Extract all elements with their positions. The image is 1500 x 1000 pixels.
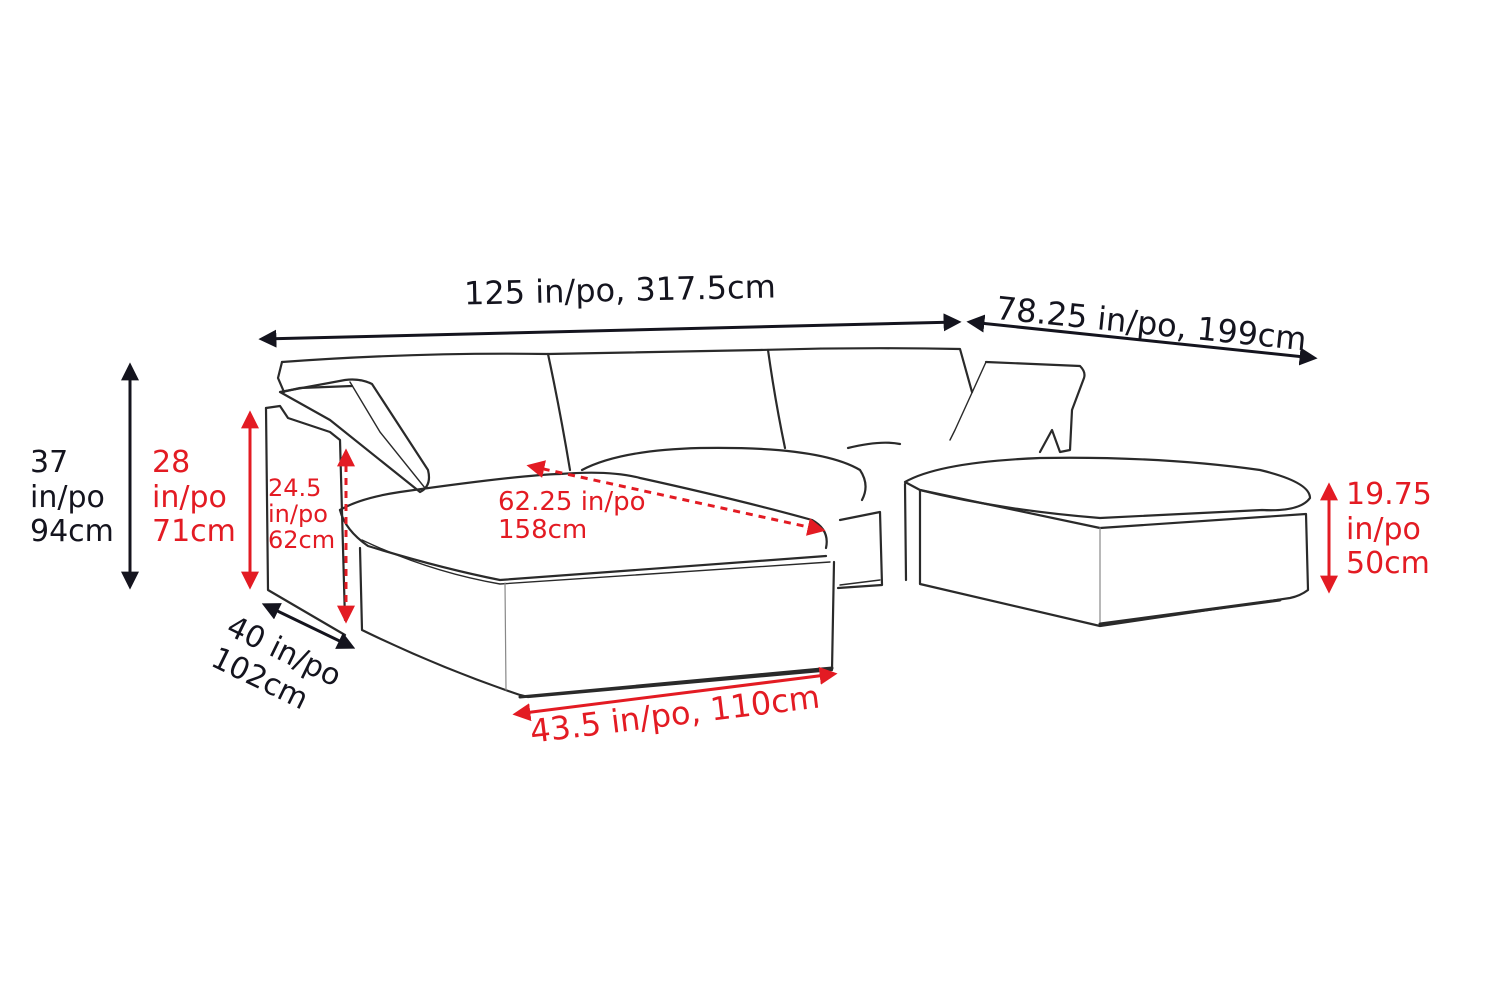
back-height-value: 28 (152, 445, 191, 480)
overall-width-label: 125 in/po, 317.5cm (463, 267, 777, 313)
overall-height-unit: in/po (30, 479, 105, 515)
chaise-length-label: 62.25 in/po 158cm (498, 488, 646, 544)
chaise-length-value: 62.25 in/po (498, 487, 646, 517)
ottoman-height-value: 19.75 (1346, 477, 1432, 512)
arm-height-value: 24.5 (268, 474, 322, 502)
overall-height-metric: 94cm (30, 514, 114, 549)
back-height-metric: 71cm (152, 514, 236, 549)
ottoman-height-unit: in/po (1346, 511, 1421, 547)
arm-height-unit: in/po (268, 499, 328, 528)
chaise-length-metric: 158cm (498, 515, 588, 546)
overall-depth-arrow (261, 603, 356, 649)
arm-height-label: 24.5 in/po 62cm (268, 474, 336, 554)
back-height-unit: in/po (152, 479, 227, 515)
overall-height-label: 37 in/po 94cm (30, 445, 114, 550)
overall-height-value: 37 (30, 445, 69, 480)
chaise-length-arrow (526, 460, 826, 536)
ottoman-height-metric: 50cm (1346, 546, 1430, 581)
arm-height-metric: 62cm (268, 525, 336, 554)
chaise-width-arrow (512, 666, 838, 722)
right-depth-arrow (966, 314, 1318, 366)
overall-width-arrow (258, 313, 962, 348)
back-height-label: 28 in/po 71cm (152, 445, 236, 550)
ottoman-height-label: 19.75 in/po 50cm (1346, 477, 1432, 582)
